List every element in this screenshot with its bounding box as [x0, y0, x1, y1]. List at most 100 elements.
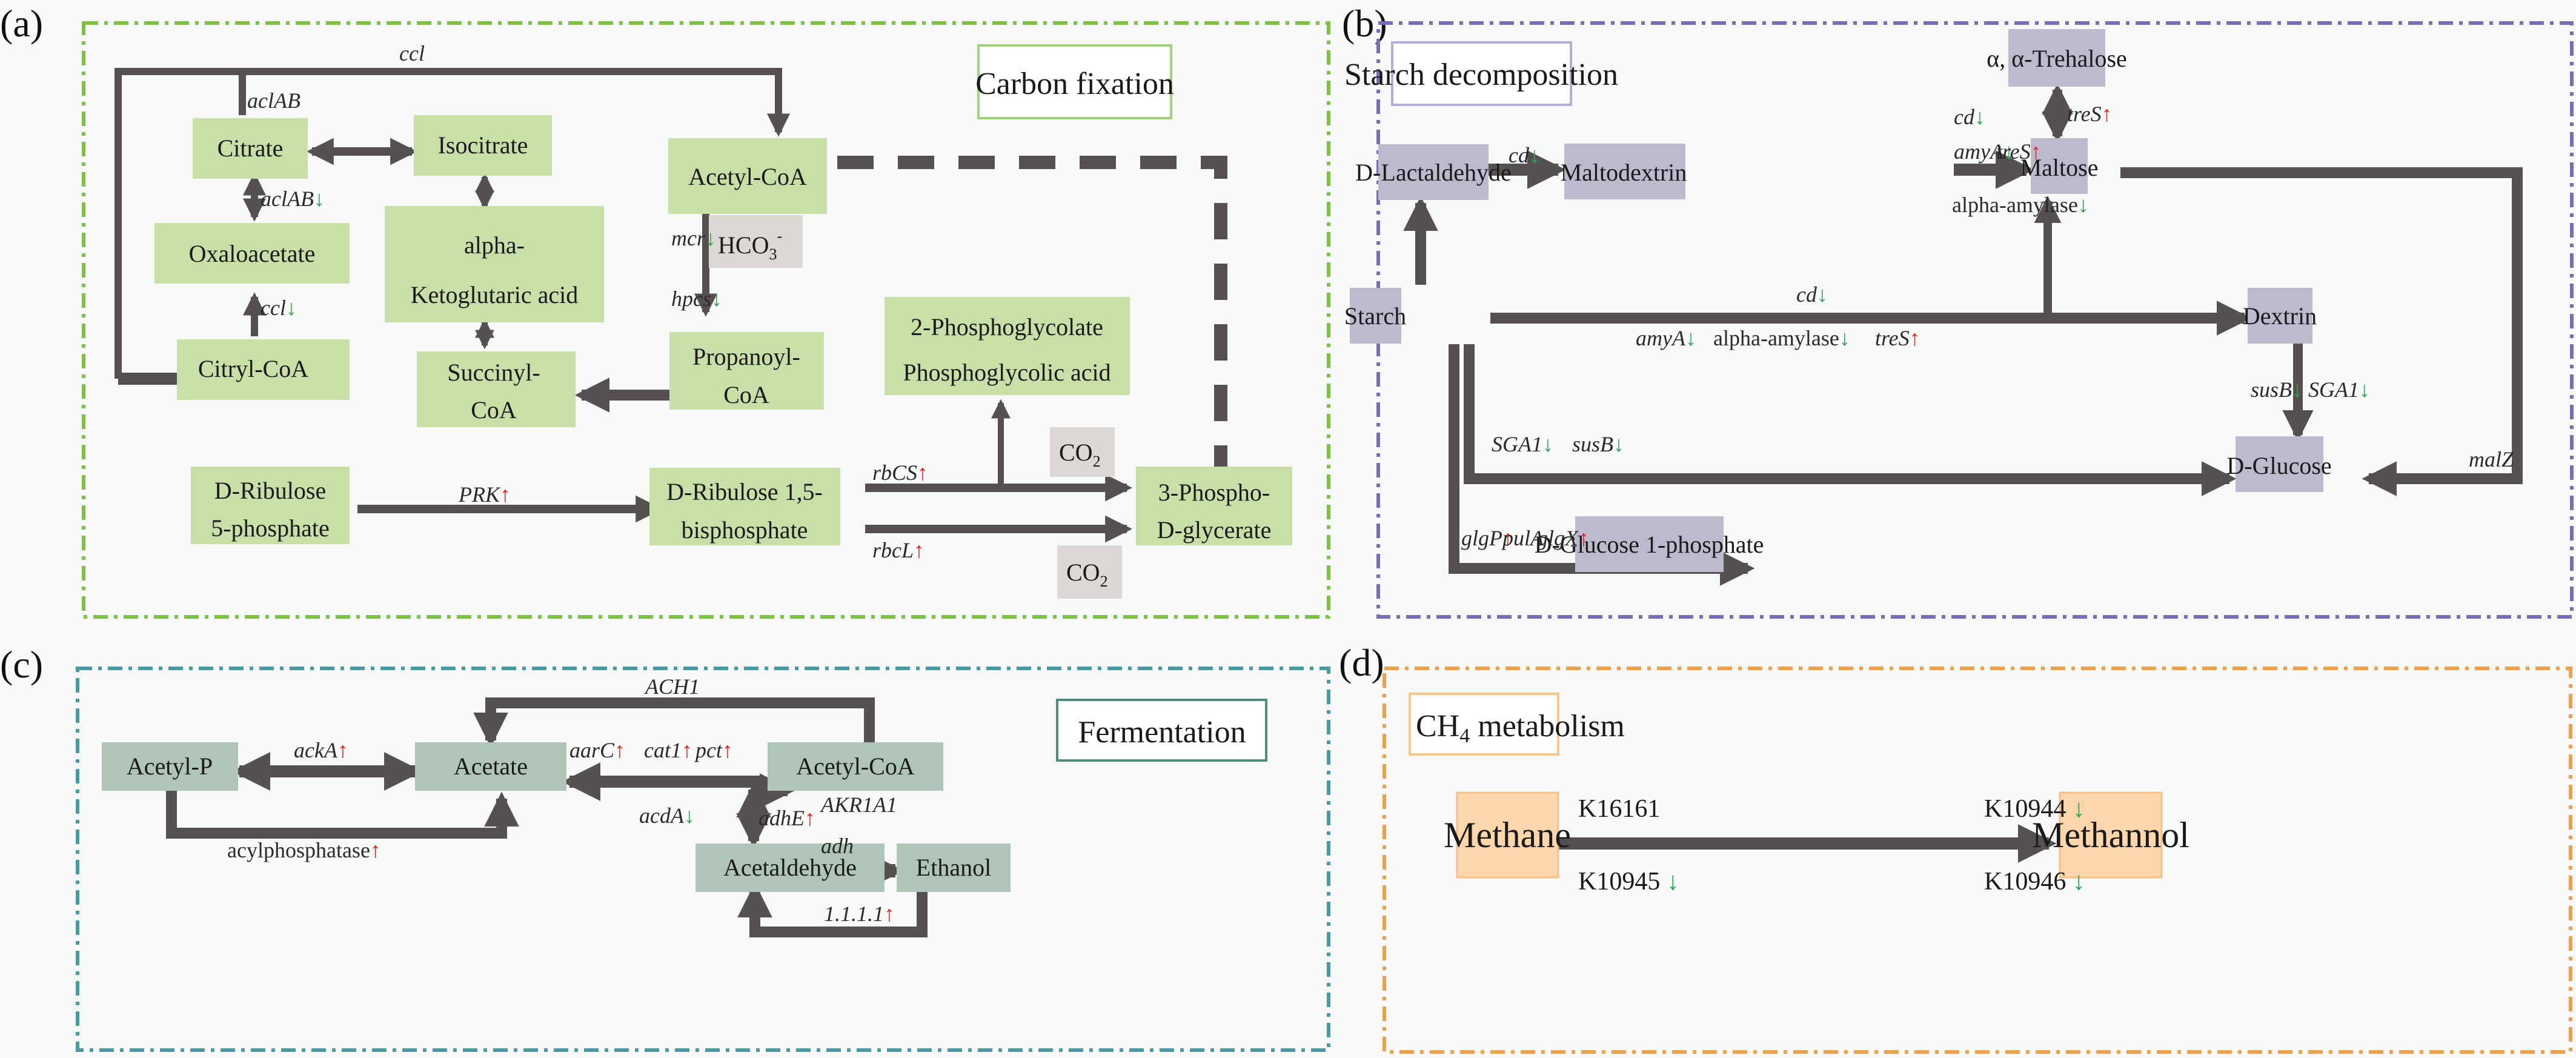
gene-name: K10946 [1984, 868, 2066, 896]
panel-a: (a) Carbon fixation [0, 2, 1330, 619]
node-propanoyl-label-1: Propanoyl- [692, 343, 800, 370]
gene-name: AKR1A1 [820, 793, 897, 817]
node-acetate [415, 742, 566, 791]
node-acetyl-coa-c [768, 742, 943, 791]
down-arrow-icon: ↓ [2066, 868, 2085, 896]
gene-name: pulA [1501, 526, 1544, 550]
gene-name: glgX [1537, 526, 1579, 550]
node-dextrin-label: Dextrin [2243, 302, 2317, 330]
up-arrow-icon: ↑ [614, 738, 625, 762]
gene-name: treS [1996, 139, 2031, 164]
down-arrow-icon: ↓ [2003, 139, 2014, 164]
panel-d-title-box [1409, 693, 1559, 756]
edge-starch-glucose [1464, 344, 2237, 496]
node-glucose-1-phosphate [1575, 516, 1724, 572]
down-arrow-icon: ↓ [1542, 432, 1553, 456]
gene-name: alpha-amylase [1952, 193, 2078, 217]
node-akg-label-1: alpha- [464, 231, 525, 259]
up-arrow-icon: ↑ [370, 838, 381, 862]
gene-ccl-mid: ccl↓ [261, 296, 297, 320]
gene-name: cat1 [644, 738, 682, 762]
gene-name: ccl [261, 296, 286, 320]
down-arrow-icon: ↓ [2292, 378, 2303, 402]
ko-K10945: K10945 ↓ [1578, 868, 1679, 896]
edge-pga-acetylcoa-dashed [742, 141, 1227, 542]
gene-name: mcr [671, 226, 706, 250]
gene-SGA1-glucose: SGA1↓ [1492, 432, 1553, 456]
panel-b-genes: cd↓ cd↓ amyA↓ treS↑ alpha-amylase↓ treS↑… [1461, 102, 2514, 550]
gene-name: PRK [458, 482, 501, 507]
gene-acylphosphatase: acylphosphatase↑ [227, 838, 381, 862]
node-phosphoglycolate-label-1: 2-Phosphoglycolate [911, 313, 1103, 341]
node-glucose-1-phosphate-label: D-Glucose 1-phosphate [1535, 531, 1764, 558]
gene-susB-glucose: susB↓ [1572, 432, 1624, 456]
gene-susB-dextrin: susB↓ [2251, 378, 2303, 402]
panel-d-kos: K16161 K10944 ↓ K10945 ↓ K10946 ↓ [1578, 795, 2085, 896]
node-ethanol [897, 843, 1011, 892]
node-lactaldehyde [1378, 144, 1489, 200]
gene-amyA-maltodextrin: amyA↓ [1954, 139, 2014, 164]
node-methanol-label: Methannol [2032, 815, 2189, 855]
node-maltodextrin-label: Maltodextrin [1561, 159, 1687, 186]
down-arrow-icon: ↓ [1529, 143, 1540, 167]
gene-name: amyA [1636, 326, 1686, 350]
gene-glgX: glgX↑ [1537, 526, 1589, 550]
gene-name: ACH1 [644, 674, 700, 699]
up-arrow-icon: ↑ [500, 482, 511, 507]
node-maltose [2031, 138, 2088, 194]
up-arrow-icon: ↑ [2102, 102, 2113, 126]
node-succinyl-coa [417, 351, 576, 427]
gene-name: alpha-amylase [1713, 326, 1839, 350]
up-arrow-icon: ↑ [1578, 526, 1589, 550]
node-phosphoglycolate [885, 297, 1130, 395]
node-citryl-coa-label: Citryl-CoA [198, 355, 308, 382]
gene-name: amyA [1954, 139, 2004, 164]
gene-glgP: glgP↑ [1461, 526, 1513, 550]
ko-K10946: K10946 ↓ [1984, 868, 2085, 896]
node-ribulose-5-phosphate [191, 467, 350, 544]
edge-ccl-loop [115, 68, 791, 379]
down-arrow-icon: ↓ [1974, 105, 1985, 129]
panel-a-label: (a) [0, 2, 43, 45]
node-dextrin [2248, 288, 2312, 344]
gene-name: treS [1875, 326, 1910, 350]
up-arrow-icon: ↑ [337, 738, 348, 762]
down-arrow-icon: ↓ [711, 287, 722, 311]
gene-name: malZ [2469, 447, 2514, 471]
down-arrow-icon: ↓ [286, 296, 297, 320]
node-glucose [2236, 436, 2323, 492]
ko-K10944: K10944 ↓ [1984, 795, 2085, 823]
gene-malZ: malZ [2469, 447, 2514, 471]
down-arrow-icon: ↓ [1839, 326, 1850, 350]
node-citrate-label: Citrate [217, 135, 284, 162]
panel-d-label: (d) [1339, 641, 1384, 684]
gene-rbcL: rbcL↑ [872, 538, 925, 562]
panel-c-title-box [1056, 699, 1267, 762]
gene-alpha-amylase-starch: alpha-amylase↓ [1713, 326, 1850, 350]
node-maltodextrin [1564, 144, 1685, 199]
gene-alpha-amylase-maltodextrin: alpha-amylase↓ [1952, 193, 2089, 217]
gene-ACH1: ACH1 [644, 674, 700, 699]
node-acetyl-coa-a-label: Acetyl-CoA [688, 163, 807, 190]
gene-hpcs: hpcs↓ [671, 287, 722, 311]
node-methane [1456, 791, 1559, 879]
up-arrow-icon: ↑ [917, 461, 928, 485]
node-methanol [2059, 791, 2163, 879]
gene-name: K10944 [1984, 795, 2066, 823]
gene-name: 1.1.1.1 [824, 902, 884, 926]
gene-name: hpcs [671, 287, 711, 311]
node-hco3-label: HCO3- [718, 227, 782, 263]
panel-c: (c) Fermentation Acetyl-P Acetate Acetyl… [0, 643, 1330, 1052]
gene-name: cd [1954, 105, 1975, 129]
node-lactaldehyde-label: D-Lactaldehyde [1355, 159, 1512, 186]
gene-name: rbCS [872, 461, 917, 485]
gene-amyA-starch: amyA↓ [1636, 326, 1696, 350]
node-citrate [193, 118, 308, 179]
gene-name: susB [1572, 432, 1613, 456]
gene-name: ccl [399, 41, 425, 65]
gene-aclAB-top: aclAB [247, 88, 300, 113]
gene-pulA: pulA [1501, 526, 1544, 550]
gene-SGA1-dextrin: SGA1↓ [2308, 378, 2370, 402]
node-ethanol-label: Ethanol [916, 854, 991, 881]
node-akg-label-2: Ketoglutaric acid [411, 281, 579, 308]
